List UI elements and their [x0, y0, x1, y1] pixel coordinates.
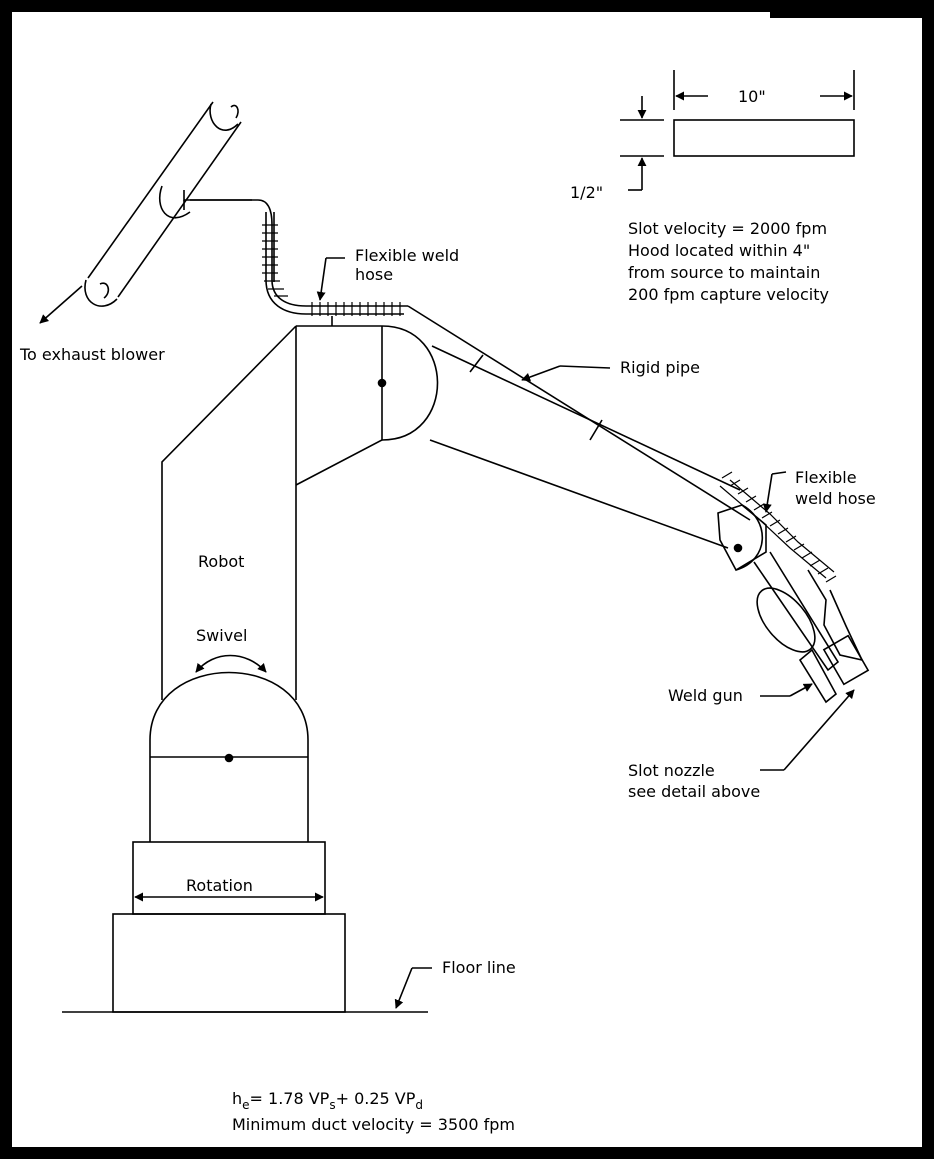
spec-line-4: 200 fpm capture velocity	[628, 285, 829, 304]
min-duct-velocity: Minimum duct velocity = 3500 fpm	[232, 1115, 515, 1134]
flex-hose-right-leader	[771, 471, 787, 475]
slot-detail	[620, 70, 855, 191]
spec-line-2: Hood located within 4"	[628, 241, 810, 260]
flex-hose-top-label-line2: hose	[355, 265, 393, 284]
rigid-pipe-leader	[559, 365, 611, 369]
slot-nozzle-label-line2: see detail above	[628, 782, 760, 801]
floor-line-label: Floor line	[442, 958, 516, 977]
weld-gun-label: Weld gun	[668, 686, 743, 705]
swivel-arrow	[195, 654, 267, 673]
drawing-sheet	[12, 12, 922, 1147]
robot-arm	[407, 305, 870, 704]
rotation-label: Rotation	[186, 876, 253, 895]
slot-rectangle	[673, 119, 855, 157]
spec-line-1: Slot velocity = 2000 fpm	[628, 219, 827, 238]
exhaust-label: To exhaust blower	[19, 345, 165, 364]
spec-line-3: from source to maintain	[628, 263, 820, 282]
flexible-hose-right	[719, 471, 837, 583]
title-tab	[770, 0, 934, 18]
flex-hose-top-label-line1: Flexible weld	[355, 246, 459, 265]
exhaust-arrow	[39, 285, 83, 324]
robot-label: Robot	[198, 552, 244, 571]
dim-height-label: 1/2"	[570, 183, 603, 202]
slot-nozzle-label-line1: Slot nozzle	[628, 761, 715, 780]
dim-width-label: 10"	[738, 87, 766, 106]
flex-hose-right-label-line1: Flexible	[795, 468, 857, 487]
slot-nozzle	[822, 634, 870, 686]
weld-gun-shield	[756, 587, 816, 653]
flex-hose-right-label-line2: weld hose	[795, 489, 876, 508]
swivel-label: Swivel	[196, 626, 247, 645]
rigid-pipe-label: Rigid pipe	[620, 358, 700, 377]
flexible-hose-top	[183, 190, 408, 326]
robot-body	[62, 325, 439, 1013]
exhaust-duct	[39, 101, 242, 324]
formula: he= 1.78 VPs+ 0.25 VPd	[232, 1089, 423, 1112]
